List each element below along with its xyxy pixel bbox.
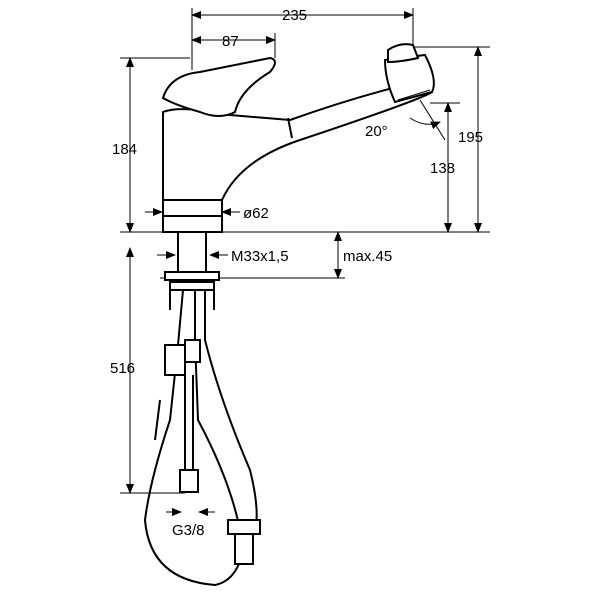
overall-reach-label: 235 [282, 7, 307, 24]
hoses [143, 289, 261, 587]
height-to-handle-label: 184 [112, 141, 137, 158]
hose-length-label: 516 [110, 360, 135, 377]
mounting-assembly [164, 231, 220, 310]
spray-angle-label: 20° [365, 123, 388, 140]
spout-height-label: 138 [430, 160, 455, 177]
faucet-body [161, 43, 435, 233]
max-thickness-label: max.45 [343, 248, 392, 265]
total-height-label: 195 [458, 129, 483, 146]
connection-label: G3/8 [172, 522, 205, 539]
base-diameter-label: ø62 [243, 205, 269, 222]
thread-label: M33x1,5 [231, 248, 289, 265]
handle-reach-label: 87 [222, 33, 239, 50]
